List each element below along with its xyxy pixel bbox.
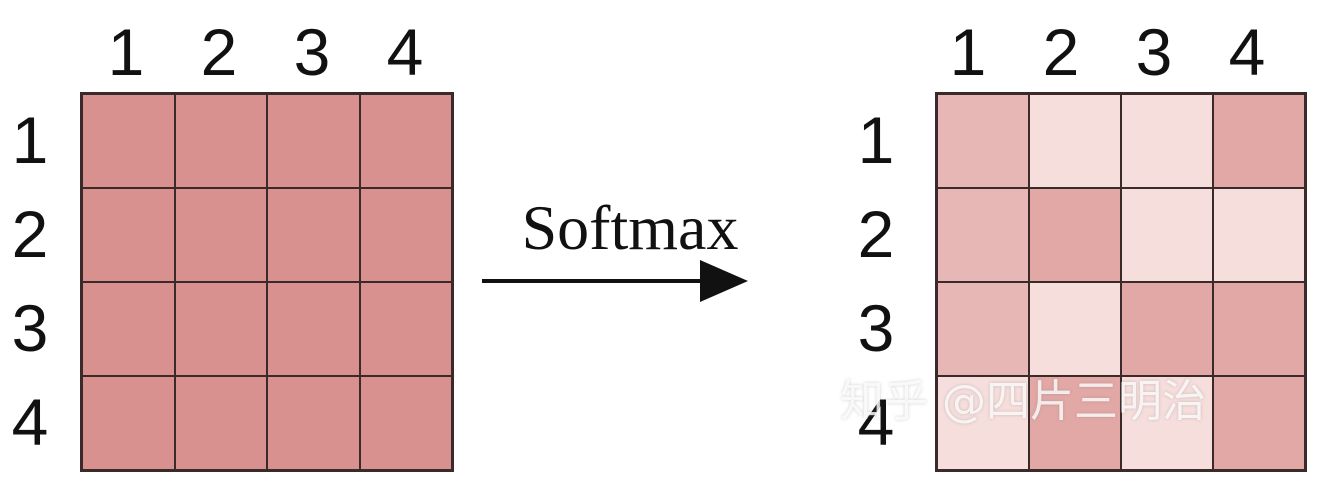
right-matrix-cell-r4-c1 <box>937 376 1029 470</box>
left-matrix-cell-r3-c3 <box>267 282 360 376</box>
left-matrix-cell-r4-c1 <box>82 376 175 470</box>
watermark: 知乎 @四片三明治 <box>840 376 1206 427</box>
left-row-label-3: 3 <box>11 291 49 365</box>
right-matrix-cell-r3-c4 <box>1213 282 1305 376</box>
right-row-label-2: 2 <box>857 197 895 271</box>
right-matrix-grid <box>935 92 1307 472</box>
right-col-label-1: 1 <box>949 15 987 89</box>
right-matrix-cell-r1-c2 <box>1029 94 1121 188</box>
left-row-label-2: 2 <box>11 197 49 271</box>
right-matrix-cell-r4-c4 <box>1213 376 1305 470</box>
left-matrix-cell-r1-c1 <box>82 94 175 188</box>
right-matrix-cell-r2-c4 <box>1213 188 1305 282</box>
left-matrix-cell-r4-c4 <box>359 376 452 470</box>
right-matrix-cell-r2-c2 <box>1029 188 1121 282</box>
right-col-label-3: 3 <box>1135 15 1173 89</box>
left-matrix-cell-r2-c3 <box>267 188 360 282</box>
right-matrix-cell-r1-c1 <box>937 94 1029 188</box>
left-matrix-cell-r2-c1 <box>82 188 175 282</box>
arrow-right-icon <box>482 260 748 302</box>
left-col-label-3: 3 <box>293 15 331 89</box>
right-matrix-cell-r2-c1 <box>937 188 1029 282</box>
left-row-label-4: 4 <box>11 385 49 459</box>
right-matrix-cell-r3-c2 <box>1029 282 1121 376</box>
left-row-label-1: 1 <box>11 103 49 177</box>
right-matrix-cell-r3-c1 <box>937 282 1029 376</box>
right-row-label-4: 4 <box>857 385 895 459</box>
left-matrix-cell-r3-c4 <box>359 282 452 376</box>
left-matrix-cell-r3-c2 <box>174 282 267 376</box>
right-matrix-cell-r3-c3 <box>1121 282 1213 376</box>
right-matrix-cell-r4-c2 <box>1029 376 1121 470</box>
softmax-label: Softmax <box>521 192 739 263</box>
right-matrix-cell-r4-c3 <box>1121 376 1213 470</box>
left-matrix-cell-r1-c3 <box>267 94 360 188</box>
left-matrix-cell-r2-c2 <box>174 188 267 282</box>
left-matrix-cell-r2-c4 <box>359 188 452 282</box>
right-row-label-1: 1 <box>857 103 895 177</box>
right-row-label-3: 3 <box>857 291 895 365</box>
right-col-label-4: 4 <box>1228 15 1266 89</box>
right-matrix-cell-r2-c3 <box>1121 188 1213 282</box>
left-col-label-2: 2 <box>200 15 238 89</box>
left-matrix-cell-r3-c1 <box>82 282 175 376</box>
left-matrix-grid <box>80 92 454 472</box>
right-matrix-cell-r1-c4 <box>1213 94 1305 188</box>
right-col-label-2: 2 <box>1042 15 1080 89</box>
left-matrix-cell-r4-c2 <box>174 376 267 470</box>
left-col-label-1: 1 <box>107 15 145 89</box>
left-matrix-cell-r4-c3 <box>267 376 360 470</box>
left-matrix-cell-r1-c2 <box>174 94 267 188</box>
left-matrix-cell-r1-c4 <box>359 94 452 188</box>
right-matrix-cell-r1-c3 <box>1121 94 1213 188</box>
left-col-label-4: 4 <box>386 15 424 89</box>
